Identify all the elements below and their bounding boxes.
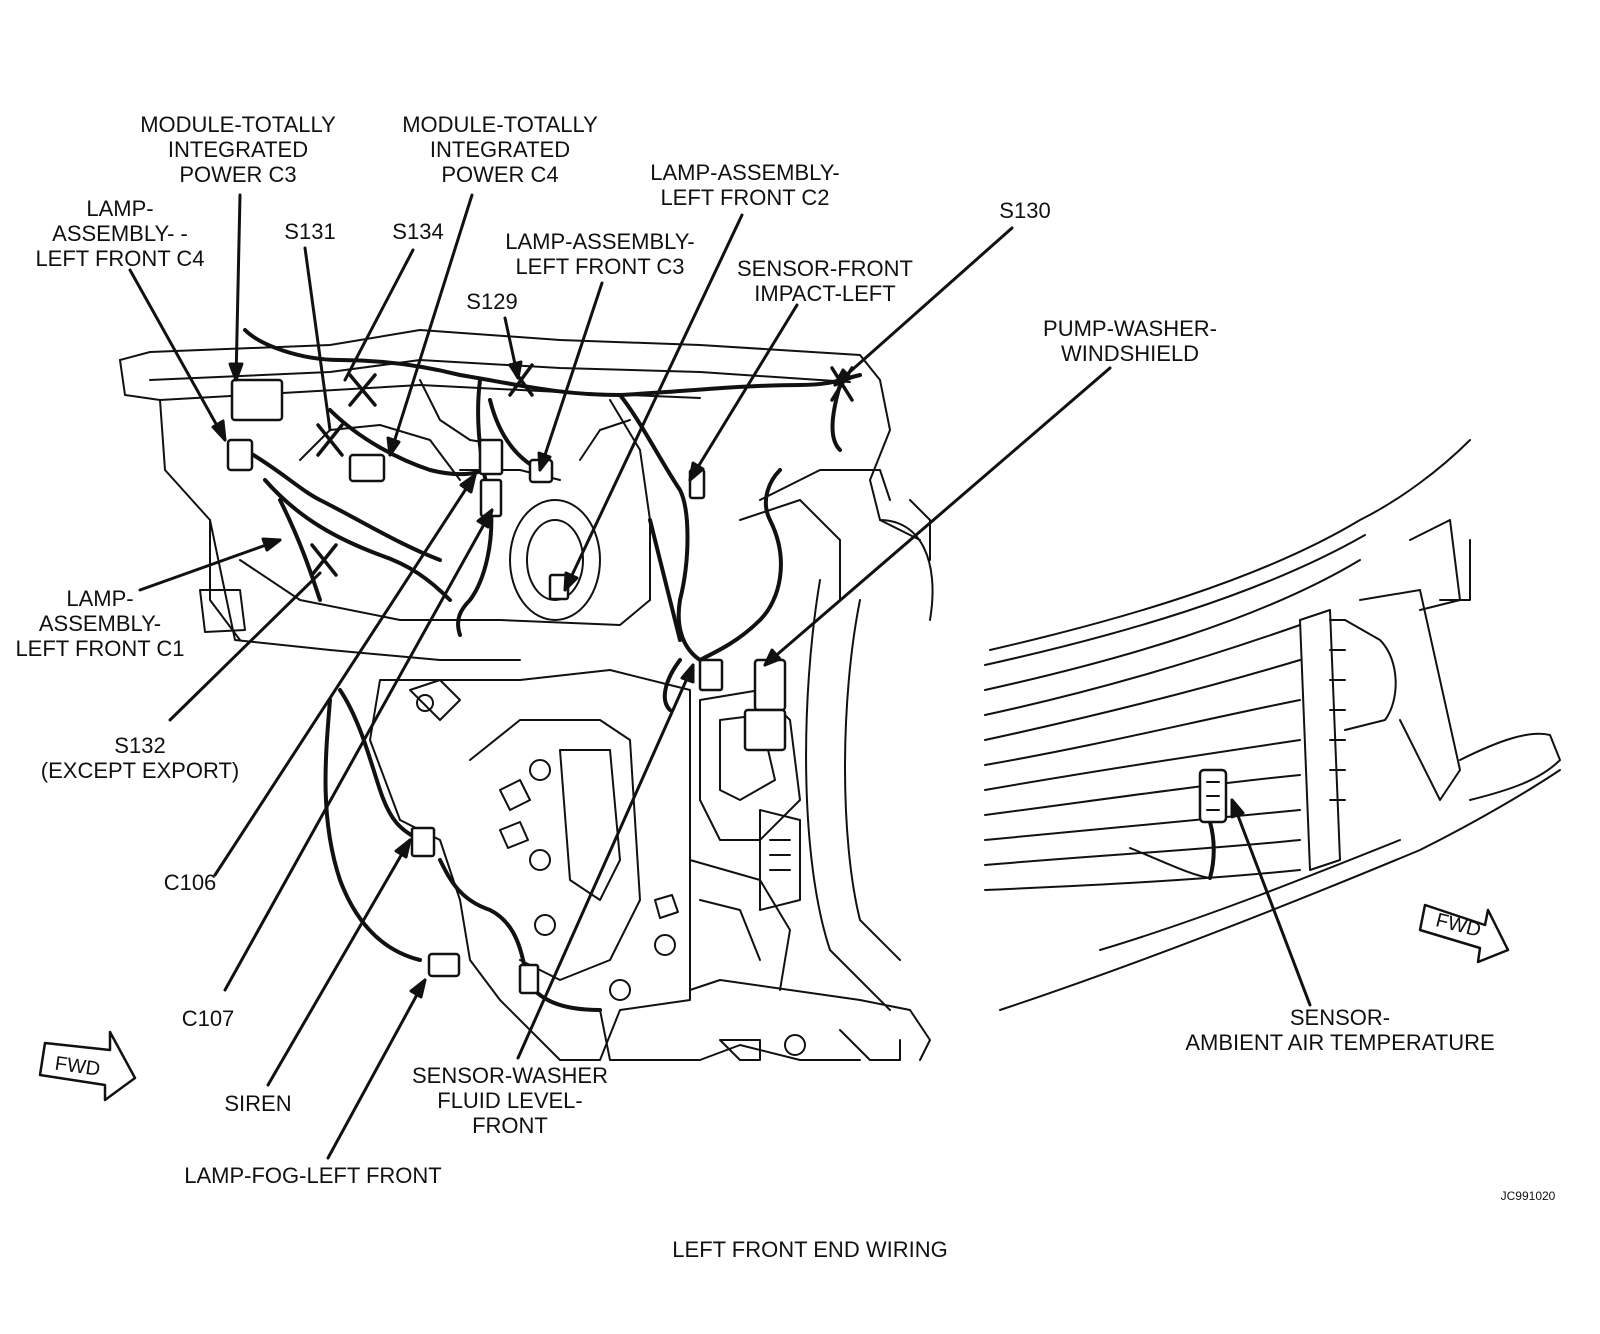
wiring-harness bbox=[243, 328, 862, 1012]
label-pump-washer-windshield: PUMP-WASHER-WINDSHIELD bbox=[1043, 316, 1217, 366]
label-c107: C107 bbox=[181, 1006, 235, 1031]
connectors bbox=[226, 378, 787, 995]
label-s134: S134 bbox=[392, 219, 444, 244]
label-s130: S130 bbox=[999, 198, 1051, 223]
label-c106: C106 bbox=[163, 870, 217, 895]
label-lamp-assembly-left-front-c2: LAMP-ASSEMBLY-LEFT FRONT C2 bbox=[650, 160, 840, 210]
diagram-caption: LEFT FRONT END WIRING bbox=[672, 1237, 948, 1262]
front-end-structure bbox=[119, 329, 934, 1061]
drawing-id: JC991020 bbox=[1500, 1189, 1556, 1203]
leader-lines bbox=[128, 193, 1312, 1160]
label-s132-except-export: S132(EXCEPT EXPORT) bbox=[40, 733, 240, 783]
label-lamp-assembly-left-front-c3: LAMP-ASSEMBLY-LEFT FRONT C3 bbox=[505, 229, 695, 279]
label-s131: S131 bbox=[284, 219, 336, 244]
grille-inset bbox=[984, 439, 1561, 1011]
label-lamp-assembly-left-front-c4: LAMP-ASSEMBLY- -LEFT FRONT C4 bbox=[35, 196, 205, 271]
label-sensor-ambient-air-temperature: SENSOR-AMBIENT AIR TEMPERATURE bbox=[1185, 1005, 1495, 1055]
label-lamp-assembly-left-front-c1: LAMP-ASSEMBLY-LEFT FRONT C1 bbox=[15, 586, 185, 661]
splice-marks bbox=[310, 363, 854, 577]
fwd-arrow-right: FWD bbox=[1418, 903, 1510, 964]
label-lamp-fog-left-front: LAMP-FOG-LEFT FRONT bbox=[184, 1163, 442, 1188]
label-s129: S129 bbox=[466, 289, 518, 314]
label-siren: SIREN bbox=[224, 1091, 292, 1116]
fwd-arrow-left: FWD bbox=[38, 1030, 137, 1102]
